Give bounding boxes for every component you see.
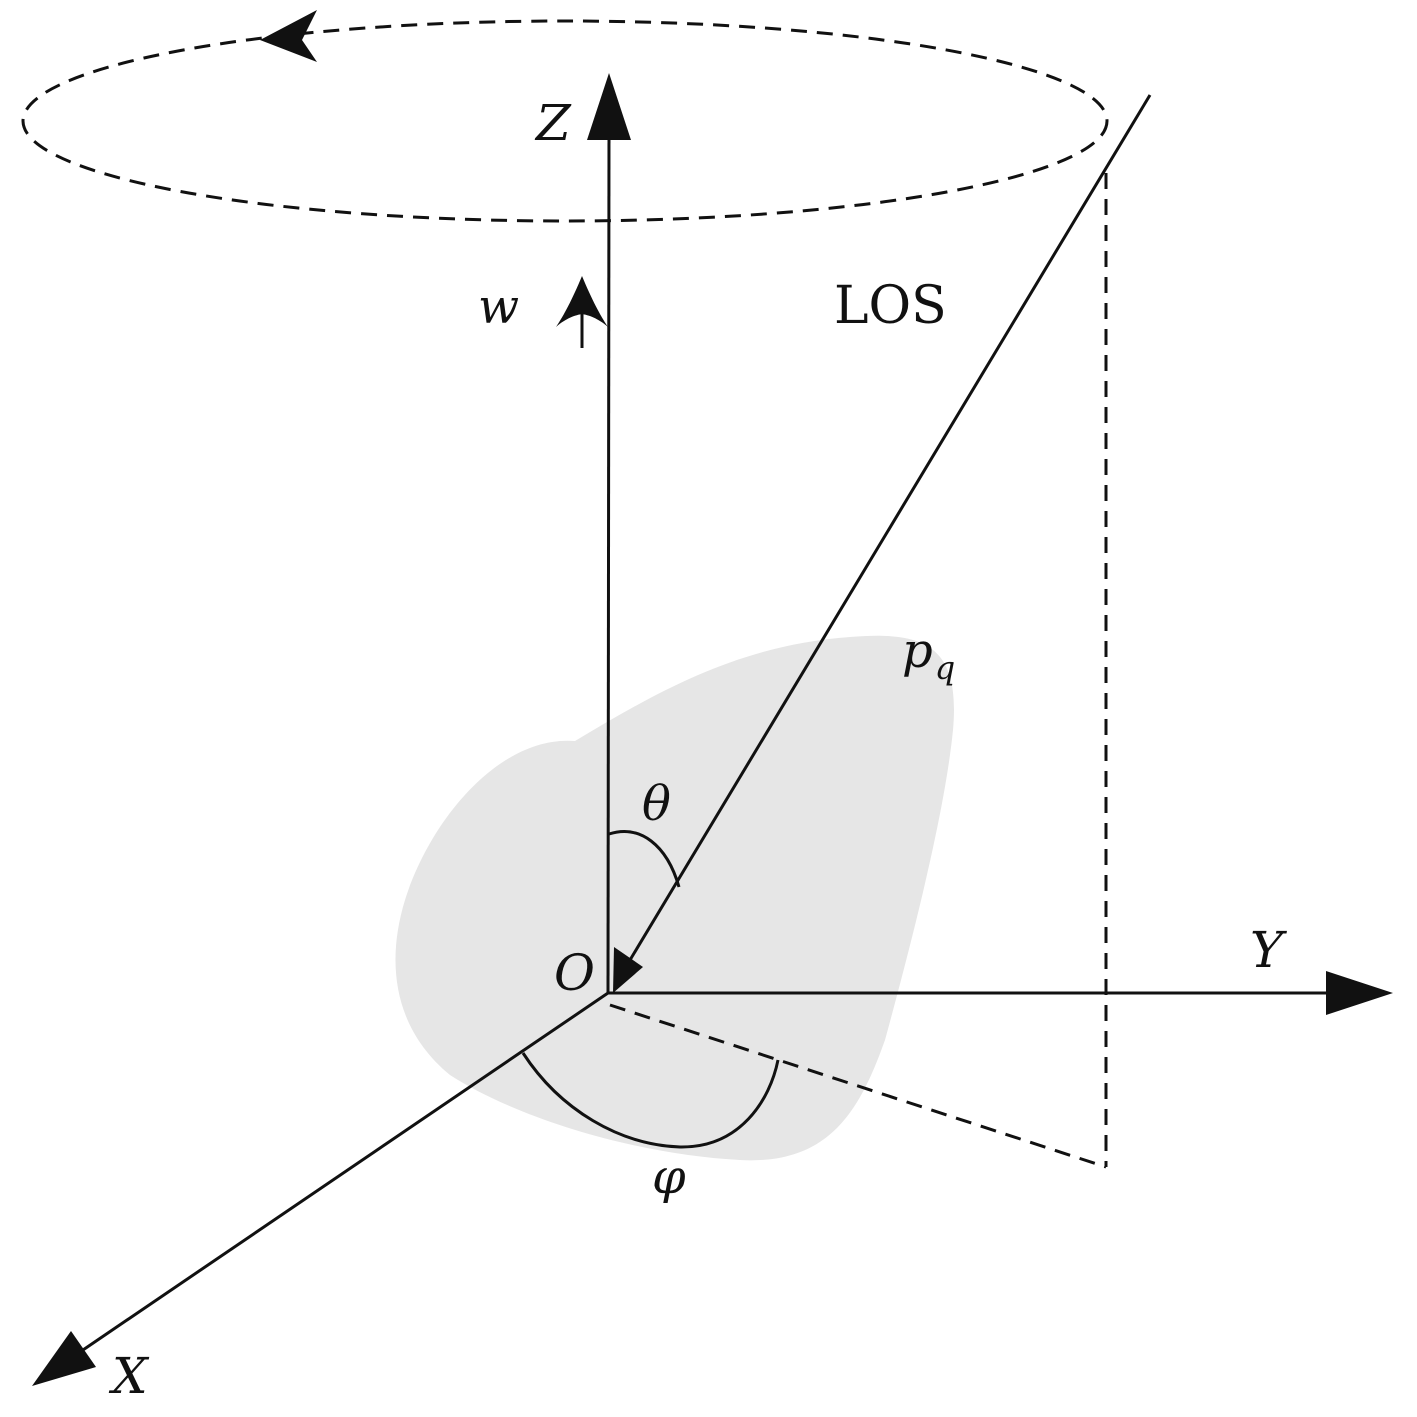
los-line <box>628 94 1152 961</box>
theta-label: θ <box>642 776 671 832</box>
los-label: LOS <box>834 276 947 336</box>
target-region-blob <box>395 635 954 1161</box>
rotation-ellipse <box>21 19 1109 223</box>
phi-arc <box>521 1052 780 1149</box>
z-axis-arrowhead <box>587 73 631 140</box>
z-axis-label: Z <box>534 94 572 152</box>
x-axis-label: X <box>108 1347 150 1405</box>
angular-velocity-arrowhead <box>556 276 608 327</box>
y-axis-arrowhead <box>1326 971 1393 1015</box>
los-ground-projection <box>609 1003 1107 1169</box>
theta-arc <box>608 830 681 888</box>
target-region-label: pq <box>902 623 955 687</box>
angular-velocity-label: w <box>478 279 519 335</box>
rotation-direction-arrowhead <box>260 10 317 62</box>
y-axis-label: Y <box>1250 921 1287 979</box>
x-axis-arrowhead <box>32 1331 96 1386</box>
origin-label: O <box>554 944 595 1002</box>
target-region-subscript: q <box>935 649 955 687</box>
los-arrowhead <box>613 947 643 993</box>
phi-label: φ <box>652 1149 686 1205</box>
x-axis-line <box>79 991 609 1354</box>
z-axis-line <box>606 129 611 994</box>
